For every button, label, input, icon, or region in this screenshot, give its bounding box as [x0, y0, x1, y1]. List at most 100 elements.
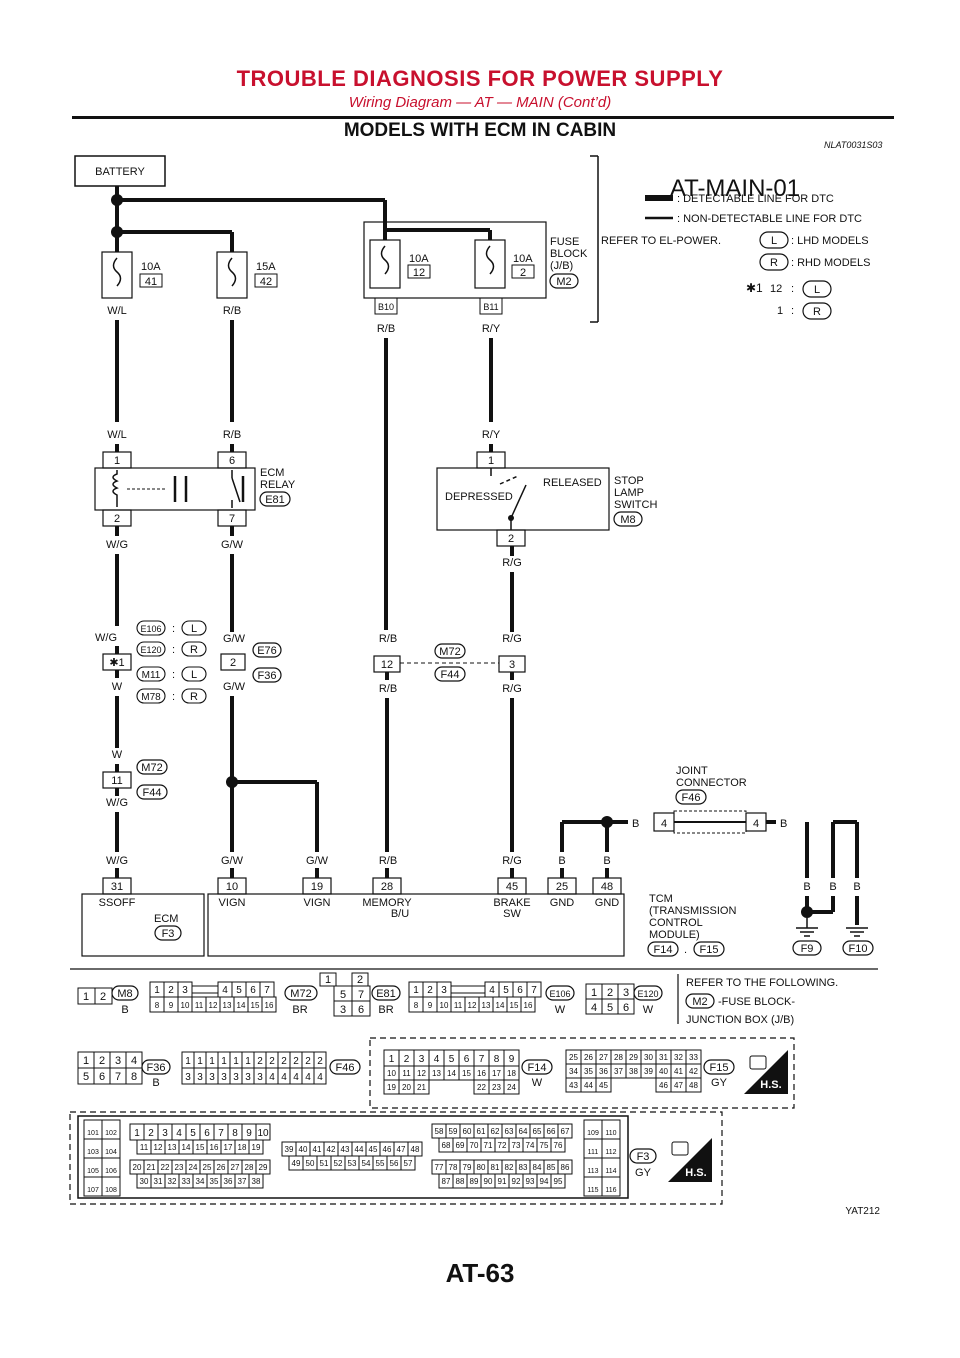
- svg-text:47: 47: [674, 1081, 683, 1090]
- svg-text:5: 5: [503, 985, 509, 996]
- svg-text:57: 57: [404, 1159, 413, 1168]
- wire-label-b-joint-l: B: [632, 818, 639, 830]
- fuse-12-amp: 10A: [409, 253, 429, 265]
- svg-text:72: 72: [498, 1141, 507, 1150]
- svg-text:6: 6: [517, 985, 523, 996]
- svg-text:46: 46: [383, 1145, 392, 1154]
- term-b11: B11: [483, 302, 498, 312]
- svg-text:7: 7: [218, 1128, 224, 1139]
- wire-label-gw-relay: G/W: [221, 539, 244, 551]
- svg-text:105: 105: [87, 1168, 99, 1175]
- svg-text:108: 108: [105, 1187, 117, 1194]
- svg-text:1: 1: [221, 1056, 227, 1067]
- conn-color-e81: BR: [378, 1004, 393, 1016]
- splice-battery-2: [111, 226, 123, 238]
- svg-text:2: 2: [168, 985, 174, 996]
- ground-wires: [766, 820, 859, 925]
- svg-text:23: 23: [492, 1083, 501, 1092]
- svg-text:89: 89: [470, 1177, 479, 1186]
- svg-text:3: 3: [245, 1072, 251, 1083]
- svg-text:28: 28: [614, 1053, 623, 1062]
- svg-text:45: 45: [599, 1081, 608, 1090]
- svg-text:2: 2: [281, 1056, 287, 1067]
- hs-label-1: H.S.: [760, 1079, 781, 1091]
- fuse-block-conn: M2: [556, 276, 571, 288]
- svg-text:2: 2: [317, 1056, 323, 1067]
- svg-text:77: 77: [435, 1163, 444, 1172]
- svg-text:73: 73: [512, 1141, 521, 1150]
- svg-text:17: 17: [224, 1143, 233, 1152]
- svg-text:10: 10: [440, 1001, 449, 1010]
- ecm-conn: F3: [162, 928, 175, 940]
- splice-vign: [226, 776, 238, 788]
- conn-color-e106: W: [555, 1004, 566, 1016]
- svg-text:25: 25: [203, 1163, 212, 1172]
- wire-label-gw-e76-bot: G/W: [223, 681, 246, 693]
- svg-text:11: 11: [195, 1001, 204, 1010]
- wire-label-gw-e76-top: G/W: [223, 633, 246, 645]
- stop-lamp-conn: M8: [620, 514, 635, 526]
- svg-text:4: 4: [269, 1072, 275, 1083]
- svg-text:48: 48: [411, 1145, 420, 1154]
- svg-text:7: 7: [264, 985, 270, 996]
- svg-text:16: 16: [210, 1143, 219, 1152]
- hs-icon-2: H.S.: [668, 1138, 712, 1182]
- svg-text:76: 76: [554, 1141, 563, 1150]
- svg-text:7: 7: [358, 989, 364, 1001]
- svg-text:91: 91: [498, 1177, 507, 1186]
- svg-text:40: 40: [299, 1145, 308, 1154]
- wire-label-b-gnd1: B: [803, 881, 810, 893]
- svg-text:15: 15: [510, 1001, 519, 1010]
- legend-rhd-tag: R: [770, 257, 778, 269]
- fuse-block-jb: [363, 221, 547, 299]
- joint-connector: [653, 810, 767, 834]
- lower-wires: [115, 672, 628, 852]
- svg-text:24: 24: [189, 1163, 198, 1172]
- svg-text:33: 33: [689, 1053, 698, 1062]
- page-header-title: TROUBLE DIAGNOSIS FOR POWER SUPPLY: [236, 66, 724, 91]
- svg-text:86: 86: [561, 1163, 570, 1172]
- joint-connector-conn: F46: [682, 792, 701, 804]
- svg-text:1: 1: [185, 1056, 191, 1067]
- svg-text:7: 7: [531, 985, 537, 996]
- svg-text:32: 32: [168, 1177, 177, 1186]
- fuse-12-num: 12: [413, 267, 425, 279]
- inline-colon-1: :: [172, 623, 175, 635]
- tcm-name-gnd-2: GND: [595, 897, 620, 909]
- svg-text:26: 26: [584, 1053, 593, 1062]
- svg-text:68: 68: [442, 1141, 451, 1150]
- svg-text:20: 20: [133, 1163, 142, 1172]
- wire-label-rg-tcm: R/G: [502, 855, 522, 867]
- svg-text:107: 107: [87, 1187, 99, 1194]
- svg-text:5: 5: [236, 985, 242, 996]
- svg-text:61: 61: [477, 1127, 486, 1136]
- diagram-id: AT-MAIN-01: [670, 175, 800, 202]
- svg-text:8: 8: [155, 1001, 160, 1010]
- svg-text:14: 14: [182, 1143, 191, 1152]
- relay-pin-7: 7: [229, 513, 235, 525]
- svg-text:1: 1: [134, 1128, 140, 1139]
- svg-text:81: 81: [491, 1163, 500, 1172]
- inline-tag-r-1: R: [190, 644, 198, 656]
- svg-text:3: 3: [185, 1072, 191, 1083]
- svg-text:32: 32: [674, 1053, 683, 1062]
- battery-box: [74, 155, 166, 187]
- svg-text:6: 6: [623, 1002, 629, 1014]
- conn-color-m72: BR: [292, 1004, 307, 1016]
- svg-text:11: 11: [140, 1143, 149, 1152]
- svg-text:43: 43: [341, 1145, 350, 1154]
- svg-text:83: 83: [519, 1163, 528, 1172]
- svg-text:10: 10: [257, 1128, 269, 1139]
- svg-text:95: 95: [554, 1177, 563, 1186]
- svg-text:4: 4: [305, 1072, 311, 1083]
- svg-text:109: 109: [587, 1130, 599, 1137]
- legend-refer-power: REFER TO EL-POWER.: [601, 235, 721, 247]
- ecm-label: ECM: [154, 913, 178, 925]
- svg-text:39: 39: [285, 1145, 294, 1154]
- legend-lhd-tag: L: [771, 235, 777, 247]
- svg-text:6: 6: [99, 1071, 105, 1083]
- svg-text:12: 12: [417, 1069, 426, 1078]
- section-code: NLAT0031S03: [824, 140, 883, 150]
- svg-text:116: 116: [605, 1187, 616, 1194]
